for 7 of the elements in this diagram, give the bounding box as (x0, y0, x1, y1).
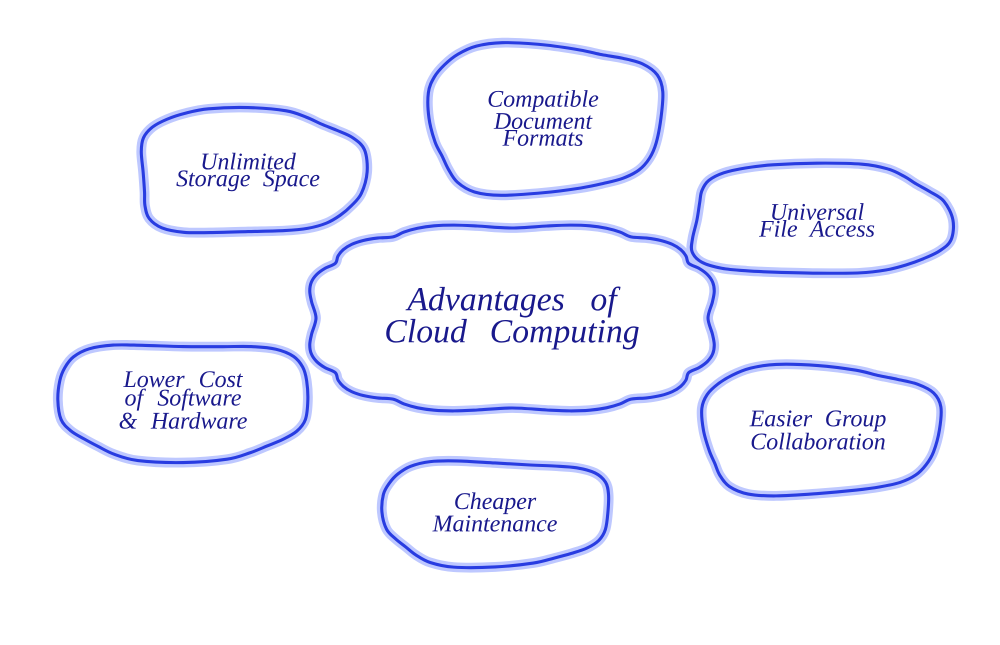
cloud-bubble: Advantages of Cloud Computing (304, 220, 720, 416)
cloud-bubble: Universal File Access (686, 158, 958, 278)
cloud-bubble: Lower Cost of Software & Hardware (52, 340, 313, 468)
cloud-bubble: Compatible Document Formats (422, 38, 668, 200)
cloud-bubble: Cheaper Maintenance (376, 456, 614, 573)
cloud-bubble: Unlimited Storage Space (136, 102, 372, 238)
cloud-bubble: Easier Group Collaboration (696, 359, 946, 501)
